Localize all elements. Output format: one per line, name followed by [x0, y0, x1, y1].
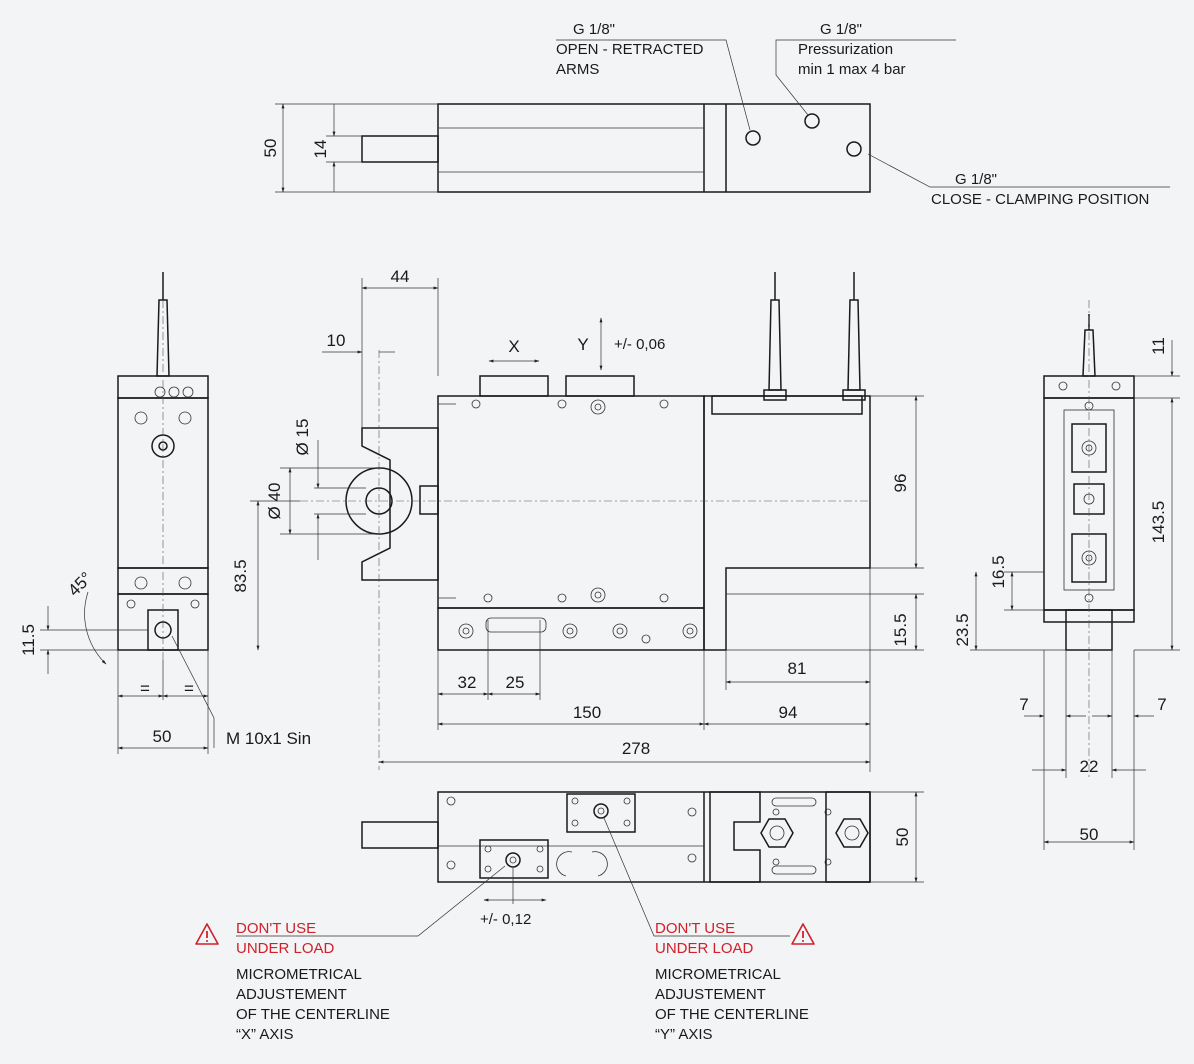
dim-23-5: 23.5	[953, 613, 972, 646]
bottom-view	[236, 791, 924, 937]
dim-eq-right: =	[184, 679, 194, 698]
right-view	[970, 300, 1180, 850]
dim-143-5: 143.5	[1149, 501, 1168, 544]
dim-eq-left: =	[140, 679, 150, 698]
top-dim-14: 14	[311, 140, 330, 159]
thread-label: M 10x1 Sin	[226, 729, 311, 748]
dim-96: 96	[891, 474, 910, 493]
dim-22: 22	[1080, 757, 1099, 776]
port-pressure-thread: G 1/8"	[820, 21, 862, 38]
port-close-line1: CLOSE - CLAMPING POSITION	[931, 191, 1149, 208]
dim-45-deg: 45°	[64, 568, 96, 600]
port-close-thread: G 1/8"	[955, 171, 997, 188]
note-x-warning-2: UNDER LOAD	[236, 940, 335, 957]
note-x-line-2: ADJUSTEMENT	[236, 986, 347, 1003]
axis-x-label: X	[508, 337, 519, 356]
dim-25: 25	[506, 673, 525, 692]
note-y-warning-2: UNDER LOAD	[655, 940, 754, 957]
note-x-warning-1: DON'T USE	[236, 920, 316, 937]
left-view	[40, 272, 215, 754]
dim-7-left: 7	[1019, 695, 1028, 714]
dim-11-5: 11.5	[19, 624, 38, 656]
note-x-line-3: OF THE CENTERLINE	[236, 1006, 390, 1023]
note-y-line-3: OF THE CENTERLINE	[655, 1006, 809, 1023]
dim-83-5: 83.5	[231, 559, 250, 592]
dim-15-5: 15.5	[891, 613, 910, 646]
axis-y-label: Y	[577, 335, 588, 354]
dim-7-right: 7	[1157, 695, 1166, 714]
note-y-line-1: MICROMETRICAL	[655, 966, 781, 983]
top-dim-50: 50	[261, 139, 280, 158]
port-open-line2: ARMS	[556, 61, 599, 78]
note-y-line-2: ADJUSTEMENT	[655, 986, 766, 1003]
dim-94: 94	[779, 703, 798, 722]
dim-11: 11	[1149, 337, 1168, 355]
dim-44: 44	[391, 267, 410, 286]
tolerance-x: +/- 0,12	[480, 911, 531, 928]
dim-d40: Ø 40	[265, 483, 284, 520]
dim-d15: Ø 15	[293, 419, 312, 456]
dim-81: 81	[788, 659, 807, 678]
port-open-line1: OPEN - RETRACTED	[556, 41, 704, 58]
front-view	[250, 272, 924, 772]
warning-icon	[791, 923, 815, 945]
top-view	[275, 39, 1170, 193]
port-pressure-line2: min 1 max 4 bar	[798, 61, 906, 78]
tolerance-y: +/- 0,06	[614, 336, 665, 353]
note-x-line-1: MICROMETRICAL	[236, 966, 362, 983]
dim-150: 150	[573, 703, 601, 722]
note-x-line-4: “X” AXIS	[236, 1026, 294, 1043]
dim-16-5: 16.5	[989, 555, 1008, 588]
port-open-thread: G 1/8"	[573, 21, 615, 38]
dim-278: 278	[622, 739, 650, 758]
note-y-line-4: “Y” AXIS	[655, 1026, 713, 1043]
dim-32: 32	[458, 673, 477, 692]
dim-50-right: 50	[1080, 825, 1099, 844]
dim-50-left: 50	[153, 727, 172, 746]
note-y-warning-1: DON'T USE	[655, 920, 735, 937]
dim-10: 10	[327, 331, 346, 350]
port-pressure-line1: Pressurization	[798, 41, 893, 58]
bottom-dim-50: 50	[893, 828, 912, 847]
warning-icon	[195, 923, 219, 945]
